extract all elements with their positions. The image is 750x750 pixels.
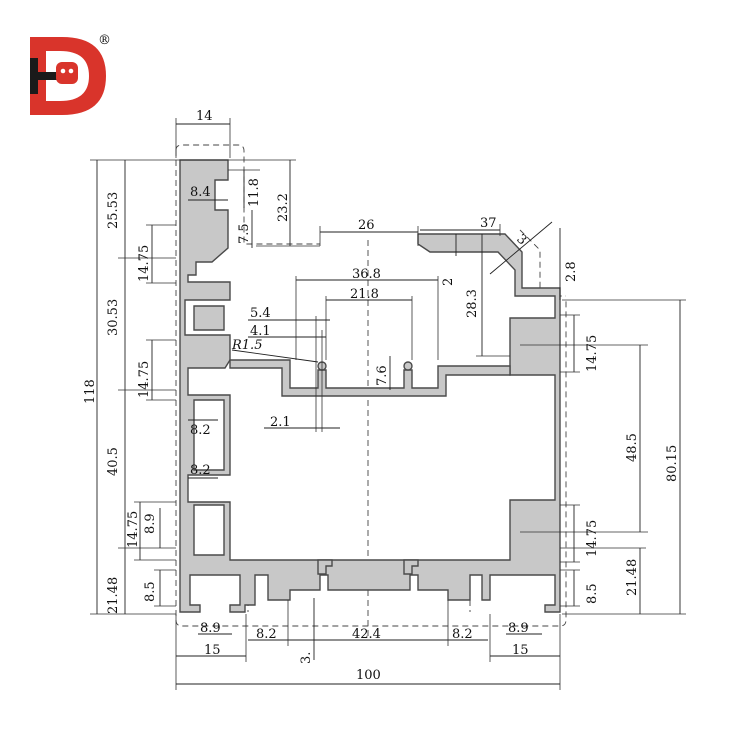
dim-2: 2 [441,278,456,286]
dim-21-48-right: 21.48 [625,559,640,596]
dim-26: 26 [358,218,375,233]
logo-h-bar [30,72,60,80]
dim-15-right: 15 [512,643,529,658]
groove-fillet-right [403,361,413,371]
dim-8-9-bottom-left: 8.9 [200,621,221,636]
dim-42-4: 42.4 [352,627,381,642]
dim-5-4: 5.4 [250,306,271,321]
dim-30-53: 30.53 [106,299,121,336]
logo-eye-left [60,68,66,74]
registered-mark: ® [98,33,111,48]
dim-8-2-a: 8.2 [190,423,211,438]
dim-118: 118 [83,379,98,404]
dim-14-75-left-a: 14.75 [137,245,152,282]
dim-37: 37 [480,216,497,231]
dim-11-8: 11.8 [247,178,262,207]
logo-d-shape [30,37,106,115]
dim-3-bottom: 3. [299,652,314,664]
dim-8-5-right: 8.5 [585,583,600,604]
dim-2-8: 2.8 [564,261,579,282]
dim-7-5: 7.5 [237,223,252,244]
dim-8-9-vertical: 8.9 [143,513,158,534]
profile-inner-web [229,359,511,397]
dim-48-5: 48.5 [625,433,640,462]
dim-80-15: 80.15 [665,445,680,482]
dim-8-9-bottom-right: 8.9 [508,621,529,636]
dim-8-4: 8.4 [190,185,211,200]
dim-14-75-left-b: 14.75 [137,361,152,398]
profile-outline [179,159,561,613]
brand-logo: ® [30,33,111,115]
dim-4-1: 4.1 [250,324,271,339]
dimension-lines [90,118,686,690]
dim-21-48-left: 21.48 [106,577,121,614]
dim-r1-5: R1.5 [231,338,262,353]
dim-8-2-bottom-left: 8.2 [256,627,277,642]
dim-2-1: 2.1 [270,415,291,430]
dim-8-2-b: 8.2 [190,463,211,478]
dim-15-left: 15 [204,643,221,658]
profile-bottom-lip-left [317,559,333,575]
dim-40-5: 40.5 [106,447,121,476]
logo-face [56,62,78,84]
dim-8-2-bottom-right: 8.2 [452,627,473,642]
dim-23-2: 23.2 [276,193,291,222]
dim-8-5-left: 8.5 [143,581,158,602]
dim-28-3: 28.3 [465,289,480,318]
dim-25-53: 25.53 [106,192,121,229]
profile-bottom-lip-right [403,559,419,575]
dim-100: 100 [356,668,381,683]
dim-7-6: 7.6 [375,365,390,386]
dim-14-75-right-a: 14.75 [585,335,600,372]
dim-14-top: 14 [196,109,213,124]
dim-36-8: 36.8 [352,267,381,282]
dim-21-8: 21.8 [350,287,379,302]
dim-14-75-left-c: 14.75 [126,511,141,548]
dim-14-75-right-b: 14.75 [585,520,600,557]
logo-eye-right [68,68,74,74]
